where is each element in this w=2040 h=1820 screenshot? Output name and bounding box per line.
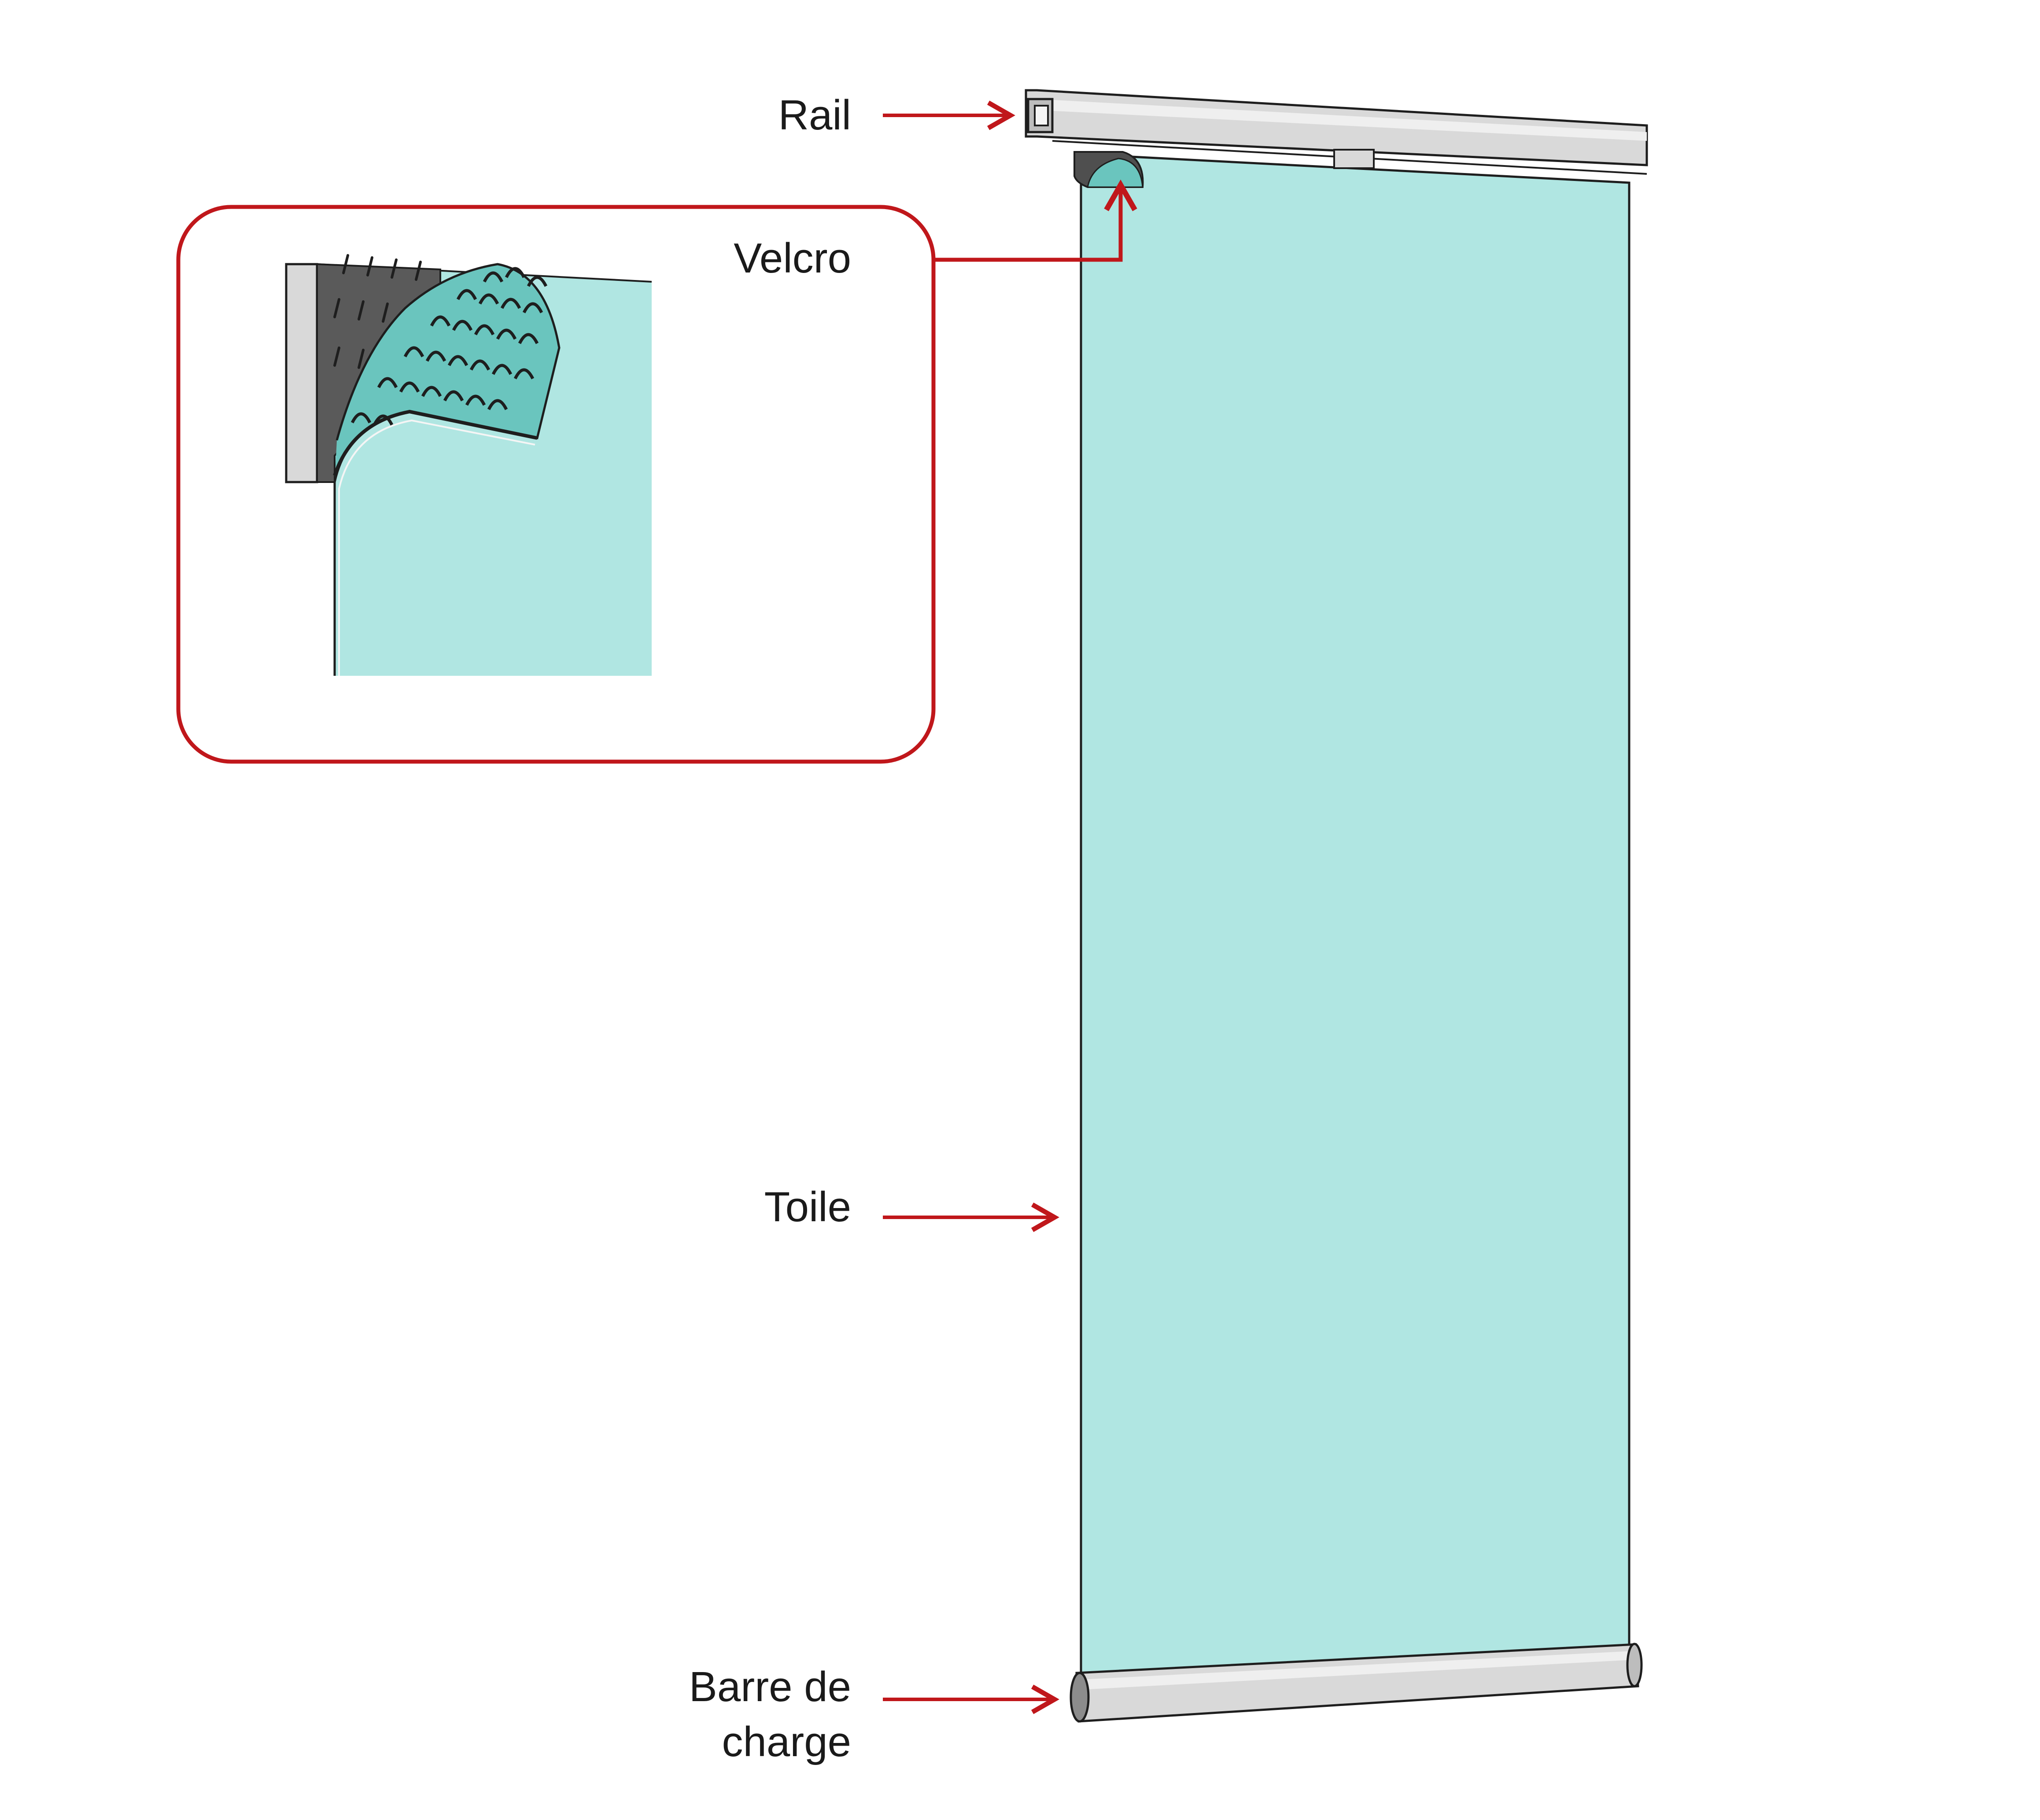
- velcro-label: Velcro: [734, 235, 851, 282]
- rail: [1025, 89, 1648, 175]
- fabric-panel-icon: [1080, 153, 1631, 1674]
- barre-de-charge-label: Barre de charge: [689, 1660, 851, 1770]
- velcro-patch: [1073, 151, 1144, 188]
- barre-label-line1: Barre de: [689, 1663, 851, 1710]
- toile-label: Toile: [764, 1183, 851, 1231]
- callout-frame: [176, 205, 936, 764]
- rail-label: Rail: [778, 92, 851, 139]
- fabric-panel: [1080, 153, 1631, 1674]
- barre-label-line2: charge: [722, 1718, 851, 1765]
- velcro-leader: [933, 179, 1137, 262]
- velcro-detail-icon: [285, 254, 652, 676]
- velcro-callout: [176, 179, 1137, 764]
- bottom-bar: [1070, 1643, 1643, 1723]
